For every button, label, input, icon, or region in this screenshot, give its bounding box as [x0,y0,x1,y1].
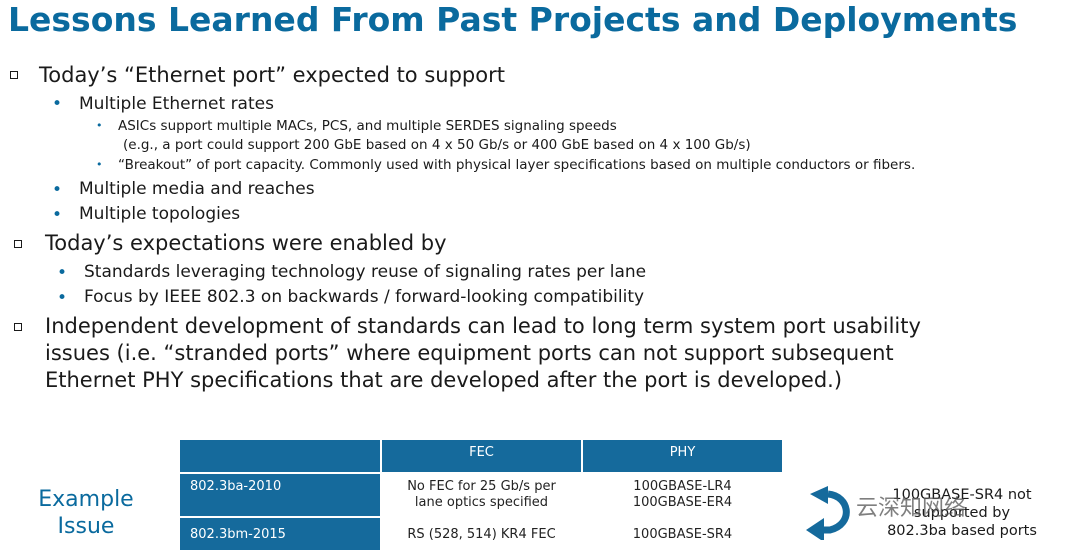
bullet-3-line-2: issues (i.e. “stranded ports” where equi… [45,341,894,365]
table-header-fec: FEC [380,438,583,474]
square-bullet-icon [14,240,22,248]
dot-bullet-icon: • [57,263,68,283]
table-row: 802.3ba-2010 No FEC for 25 Gb/s per lane… [178,472,784,518]
bullet-2-1: Standards leveraging technology reuse of… [84,262,647,282]
table-cell-fec: RS (528, 514) KR4 FEC [380,516,583,552]
table-header-blank [178,438,382,474]
dot-bullet-icon: • [52,180,63,200]
bullet-1-1-1: ASICs support multiple MACs, PCS, and mu… [118,118,617,134]
bullet-1-3: Multiple topologies [79,204,241,224]
note-line-1: 100GBASE-SR4 not [892,487,1032,503]
bullet-3-line-3: Ethernet PHY specifications that are dev… [45,368,843,392]
note-line-3: 802.3ba based ports [887,523,1037,539]
table-header-phy: PHY [581,438,784,474]
bullet-1-2: Multiple media and reaches [79,179,315,199]
fec-line-2: lane optics specified [414,495,549,510]
table-header-row: FEC PHY [178,438,784,474]
bullet-2: Today’s expectations were enabled by [45,231,447,255]
fec-phy-table: FEC PHY 802.3ba-2010 No FEC for 25 Gb/s … [178,438,784,552]
table-cell-standard: 802.3bm-2015 [178,516,382,552]
slide-title: Lessons Learned From Past Projects and D… [8,0,1018,39]
phy-line-1: 100GBASE-LR4 [633,479,732,494]
table-cell-phy: 100GBASE-SR4 [581,516,784,552]
table-cell-standard: 802.3ba-2010 [178,472,382,518]
bullet-3-line-1: Independent development of standards can… [45,314,921,338]
bullet-1-1: Multiple Ethernet rates [79,94,274,114]
dot-bullet-icon: • [96,119,103,132]
square-bullet-icon [14,323,22,331]
watermark: 云深知网络 [856,496,967,521]
fec-line-1: No FEC for 25 Gb/s per [407,479,556,494]
dot-bullet-icon: • [96,158,103,171]
example-issue-label: Example Issue [30,486,142,540]
table-cell-fec: No FEC for 25 Gb/s per lane optics speci… [380,472,583,518]
bullet-1-1-2: “Breakout” of port capacity. Commonly us… [118,157,916,173]
stranded-port-note: 100GBASE-SR4 not supported by 802.3ba ba… [862,486,1062,540]
dot-bullet-icon: • [52,94,63,114]
table-row: 802.3bm-2015 RS (528, 514) KR4 FEC 100GB… [178,516,784,552]
phy-line-2: 100GBASE-ER4 [632,495,733,510]
note-line-2: supported by [913,505,1011,521]
table-cell-phy: 100GBASE-LR4 100GBASE-ER4 [581,472,784,518]
bullet-2-2: Focus by IEEE 802.3 on backwards / forwa… [84,287,645,307]
bullet-1-1-1-cont: (e.g., a port could support 200 GbE base… [123,137,751,153]
dot-bullet-icon: • [52,205,63,225]
example-label-line-1: Example [38,487,134,512]
curved-arrow-icon [806,486,850,540]
example-label-line-2: Issue [57,514,115,539]
bullet-1: Today’s “Ethernet port” expected to supp… [39,63,505,87]
square-bullet-icon [10,71,18,79]
dot-bullet-icon: • [57,288,68,308]
